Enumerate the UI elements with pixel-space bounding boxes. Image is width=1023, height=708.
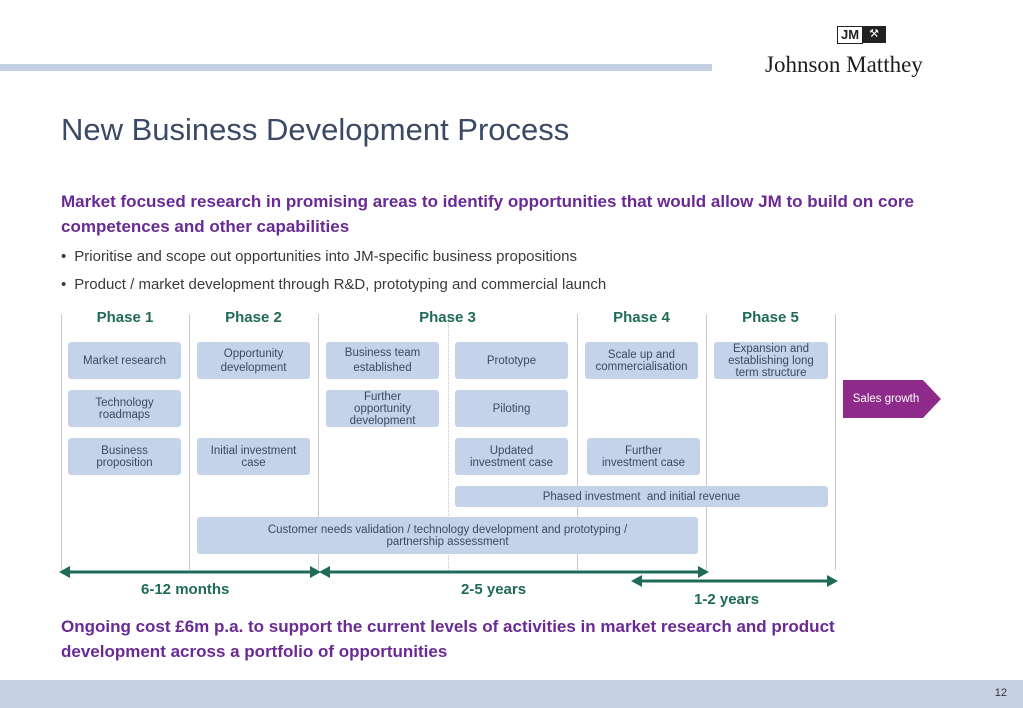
box-prototype: Prototype	[455, 342, 568, 379]
box-label: Initial investment case	[210, 444, 297, 469]
bullet-item: Product / market development through R&D…	[61, 271, 606, 299]
box-phased-investment: Phased investment and initial revenue	[455, 486, 828, 507]
box-opportunity-development: Opportunity development	[197, 342, 310, 379]
header-rule	[0, 64, 712, 71]
box-further-opportunity: Further opportunity development	[326, 390, 439, 427]
duration-arrow-2	[319, 566, 709, 578]
footer-bar: 12	[0, 680, 1023, 708]
box-label: Further investment case	[601, 444, 686, 469]
phase-2-header: Phase 2	[225, 309, 282, 326]
phase-divider	[61, 314, 62, 570]
duration-label-3: 1-2 years	[694, 591, 760, 608]
box-initial-investment-case: Initial investment case	[197, 438, 310, 475]
ongoing-cost-statement: Ongoing cost £6m p.a. to support the cur…	[61, 617, 835, 661]
bullet-item: Prioritise and scope out opportunities i…	[61, 243, 606, 271]
box-expansion: Expansion and establishing long term str…	[714, 342, 828, 379]
page-title: New Business Development Process	[61, 112, 570, 147]
box-updated-investment-case: Updated investment case	[455, 438, 568, 475]
duration-arrow-1	[59, 566, 321, 578]
box-technology-roadmaps: Technology roadmaps	[68, 390, 181, 427]
duration-arrow-3	[631, 575, 838, 587]
box-label: Phased investment and initial revenue	[542, 490, 741, 503]
box-label: Opportunity development	[220, 347, 287, 374]
box-label: Updated investment case	[469, 444, 554, 469]
crossed-hammers-icon: ⚒	[863, 26, 887, 43]
phase-divider	[577, 314, 578, 570]
box-label: Business team established	[344, 346, 421, 374]
logo-mark: JM ⚒	[837, 26, 887, 44]
phase-3-header: Phase 3	[419, 309, 476, 326]
page-number: 12	[994, 687, 1007, 699]
logo-text: Johnson Matthey	[765, 52, 923, 77]
phase-divider	[835, 314, 836, 570]
box-label: Technology roadmaps	[95, 396, 154, 421]
box-business-proposition: Business proposition	[68, 438, 181, 475]
box-customer-needs: Customer needs validation / technology d…	[197, 517, 698, 554]
logo-jm: JM	[837, 26, 864, 44]
phase-divider	[189, 314, 190, 570]
box-label: Customer needs validation / technology d…	[267, 523, 628, 548]
box-business-team: Business team established	[326, 342, 439, 379]
box-scale-up: Scale up and commercialisation	[585, 342, 698, 379]
box-label: Piloting	[492, 402, 531, 415]
lead-statement: Market focused research in promising are…	[61, 192, 914, 236]
phase-5-header: Phase 5	[742, 309, 799, 326]
bullet-list: Prioritise and scope out opportunities i…	[61, 243, 606, 299]
box-label: Market research	[82, 354, 167, 367]
box-market-research: Market research	[68, 342, 181, 379]
company-logo: JM ⚒ Johnson Matthey	[762, 24, 964, 82]
phase-divider	[706, 314, 707, 570]
phase-divider	[318, 314, 319, 570]
phase-divider-dotted	[448, 314, 449, 570]
phase-1-header: Phase 1	[96, 309, 154, 326]
box-label: Scale up and commercialisation	[595, 348, 688, 373]
box-label: Expansion and establishing long term str…	[728, 342, 814, 379]
box-further-investment-case: Further investment case	[587, 438, 700, 475]
box-label: Business proposition	[96, 444, 153, 469]
phase-4-header: Phase 4	[613, 309, 670, 326]
sales-growth-label: Sales growth	[852, 393, 920, 405]
box-label: Further opportunity development	[349, 390, 416, 427]
duration-label-2: 2-5 years	[461, 581, 527, 598]
duration-label-1: 6-12 months	[141, 581, 230, 598]
sales-growth-arrow: Sales growth	[843, 380, 941, 418]
box-piloting: Piloting	[455, 390, 568, 427]
box-label: Prototype	[486, 354, 537, 367]
sales-growth-arrow-shape	[843, 380, 941, 418]
